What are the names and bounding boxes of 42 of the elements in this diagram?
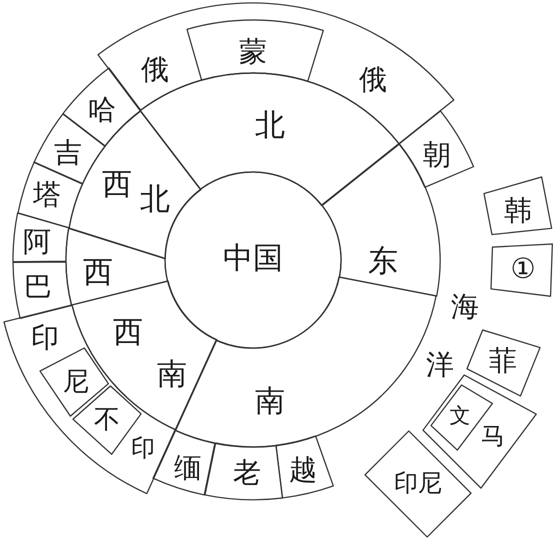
country-label: 俄 [358, 66, 387, 94]
country-label: 印尼 [394, 472, 442, 496]
country-label: 韩 [504, 196, 532, 225]
ocean-label: 海洋 [426, 293, 479, 379]
direction-label: 北 [254, 110, 285, 141]
direction-label: 南 [254, 386, 285, 417]
country-segment [186, 18, 324, 82]
country-segment [274, 435, 334, 500]
country-label: 印 [30, 324, 59, 352]
country-label: 老 [232, 458, 261, 487]
country-label: 越 [288, 456, 317, 484]
country-box [364, 430, 472, 538]
country-label: 尼 [62, 368, 89, 394]
direction-sector [65, 227, 169, 306]
direction-label: 东 [368, 246, 398, 277]
country-label: 塔 [32, 180, 61, 209]
answer-box [490, 243, 554, 298]
country-segment [12, 212, 70, 264]
country-segment [152, 429, 216, 496]
country-label: 蒙 [238, 38, 267, 66]
country-segment [204, 442, 284, 501]
country-label: 俄 [140, 56, 169, 84]
country-label: 缅 [174, 454, 202, 482]
country-label: 马 [480, 424, 505, 449]
direction-label: 西北 [102, 170, 170, 215]
country-label: 印 [130, 436, 155, 461]
center-label: 中国 [223, 244, 283, 274]
direction-label: 西 [82, 258, 113, 288]
direction-label: 西南 [112, 318, 187, 390]
country-box [466, 329, 541, 398]
country-label: 阿 [22, 228, 51, 256]
country-segment [12, 260, 73, 320]
country-label: 文 [449, 405, 470, 426]
country-box [482, 176, 552, 236]
country-label: 菲 [488, 346, 517, 375]
country-label: 哈 [88, 96, 116, 124]
blank-label: ① [510, 254, 536, 283]
country-label: 吉 [54, 138, 82, 167]
country-label: 不 [94, 406, 120, 432]
country-segment [398, 110, 475, 188]
country-label: 朝 [422, 140, 451, 169]
country-label: 巴 [24, 272, 52, 301]
